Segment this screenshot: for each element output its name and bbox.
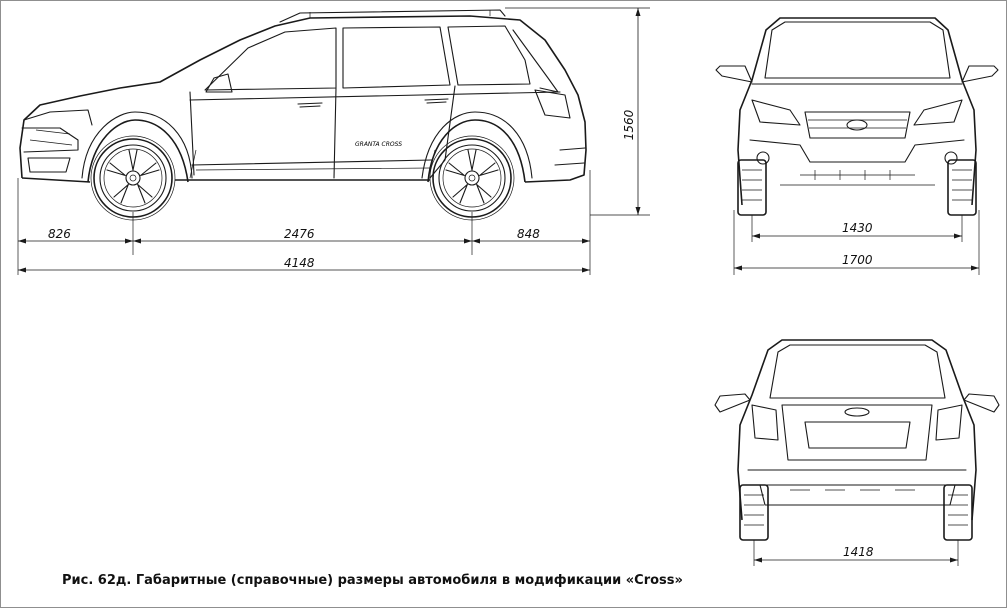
dim-overall-length: 4148 xyxy=(284,256,315,270)
figure-caption: Рис. 62д. Габаритные (справочные) размер… xyxy=(62,573,683,588)
dim-wheelbase: 2476 xyxy=(284,227,315,241)
dim-front-overhang: 826 xyxy=(48,227,71,241)
rear-wheel xyxy=(432,138,512,218)
side-view: GRANTA CROSS xyxy=(19,9,587,221)
dim-overall-width: 1700 xyxy=(842,253,873,267)
side-dimensions: 826 2476 848 4148 1560 xyxy=(17,7,650,275)
model-badge: GRANTA CROSS xyxy=(355,141,402,148)
front-view xyxy=(715,17,999,216)
rear-view xyxy=(714,339,1000,541)
front-wheel xyxy=(93,138,173,218)
rear-dimensions: 1418 xyxy=(753,540,959,566)
dim-height: 1560 xyxy=(622,109,636,140)
dim-rear-overhang: 848 xyxy=(517,227,540,241)
dim-front-track: 1430 xyxy=(842,221,873,235)
front-dimensions: 1430 1700 xyxy=(733,210,980,275)
dim-rear-track: 1418 xyxy=(843,545,874,559)
